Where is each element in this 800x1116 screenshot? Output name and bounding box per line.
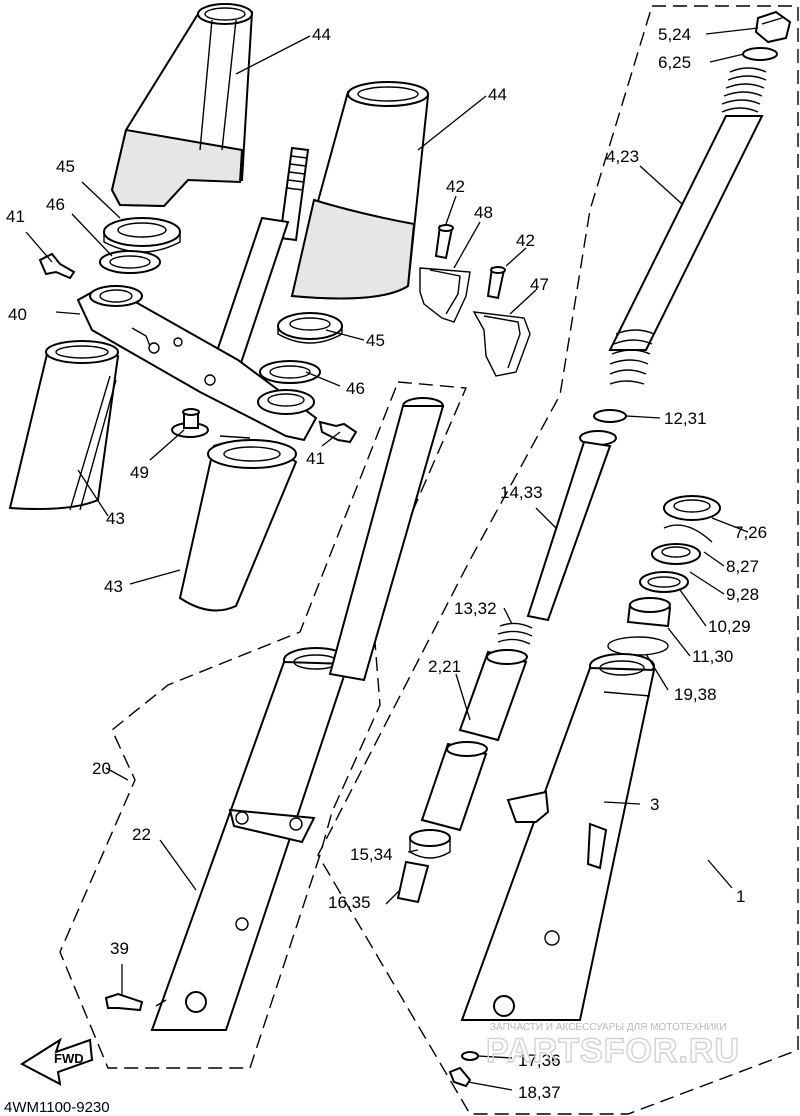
label-45-b: 45 <box>366 331 385 350</box>
circlip-19-38 <box>607 636 669 656</box>
dust-seal-45-left <box>103 217 181 253</box>
bolt-39 <box>104 992 144 1012</box>
group-1-outline <box>317 5 799 1115</box>
bolt-18-37 <box>448 1066 472 1088</box>
oil-seal-9-28 <box>651 543 701 565</box>
bushing-11-30 <box>626 597 672 628</box>
label-43-a: 43 <box>106 509 125 528</box>
label-6-25: 6,25 <box>658 53 691 72</box>
watermark-logo: PARTSFOR.RU <box>486 1032 740 1070</box>
watermark-caption: ЗАПЧАСТИ И АКСЕССУАРЫ ДЛЯ МОТОТЕХНИКИ <box>490 1022 727 1033</box>
rebound-spring-13-32 <box>497 622 533 645</box>
oil-lock-15-34 <box>409 829 451 859</box>
upper-cover-right <box>290 81 430 300</box>
part-labels: 44 44 45 45 46 46 41 41 40 42 42 48 47 4… <box>6 25 767 1102</box>
damper-rod-14-33 <box>526 430 617 622</box>
fwd-arrow-label: FWD <box>54 1051 84 1066</box>
label-19-38: 19,38 <box>674 685 717 704</box>
label-48: 48 <box>474 203 493 222</box>
spring-4-23 <box>608 67 767 385</box>
label-44-b: 44 <box>488 85 507 104</box>
label-46-a: 46 <box>46 195 65 214</box>
label-7-26: 7,26 <box>734 523 767 542</box>
label-3: 3 <box>650 795 659 814</box>
label-20: 20 <box>92 759 111 778</box>
o-ring-6-25 <box>742 47 778 61</box>
steering-stem <box>210 146 310 374</box>
lower-cover-right <box>178 435 298 612</box>
inner-tube-plain <box>328 397 445 682</box>
label-15-34: 15,34 <box>350 845 393 864</box>
dust-seal-45-right <box>277 312 343 344</box>
label-46-b: 46 <box>346 379 365 398</box>
label-8-27: 8,27 <box>726 557 759 576</box>
collar-49 <box>171 408 209 438</box>
bracket-47 <box>472 311 531 377</box>
cap-bolt-5-24 <box>754 10 792 44</box>
label-5-24: 5,24 <box>658 25 691 44</box>
fwd-arrow-icon: FWD <box>20 1037 94 1086</box>
leader-lines <box>25 27 759 1091</box>
label-47: 47 <box>530 275 549 294</box>
label-39: 39 <box>110 939 129 958</box>
label-42-b: 42 <box>516 231 535 250</box>
clip-8-27 <box>663 524 713 543</box>
label-22: 22 <box>132 825 151 844</box>
washer-17-36 <box>461 1051 479 1061</box>
label-43-b: 43 <box>104 577 123 596</box>
washer-12-31 <box>593 409 627 423</box>
label-18-37: 18,37 <box>518 1083 561 1102</box>
label-49: 49 <box>130 463 149 482</box>
label-14-33: 14,33 <box>500 483 543 502</box>
label-13-32: 13,32 <box>454 599 497 618</box>
bolt-41-right <box>318 420 358 444</box>
label-45-a: 45 <box>56 157 75 176</box>
label-41-a: 41 <box>6 207 25 226</box>
label-2-21: 2,21 <box>428 657 461 676</box>
ring-46-right <box>259 360 321 384</box>
cylinder-2-21 <box>420 649 528 832</box>
oil-seal-7-26 <box>663 495 721 521</box>
label-42-a: 42 <box>446 177 465 196</box>
label-41-b: 41 <box>306 449 325 468</box>
label-4-23: 4,23 <box>606 147 639 166</box>
outer-tube-22 <box>150 647 350 1031</box>
bracket-48 <box>419 267 471 323</box>
label-40: 40 <box>8 305 27 324</box>
oil-lock-16-35 <box>396 860 430 904</box>
label-11-30: 11,30 <box>692 647 733 666</box>
label-17-36: 17,36 <box>518 1051 561 1070</box>
label-1: 1 <box>736 887 745 906</box>
label-16-35: 16,35 <box>328 893 371 912</box>
outer-tube-3 <box>460 653 656 1021</box>
lower-cover-left <box>8 340 120 511</box>
washer-10-29 <box>639 571 689 593</box>
bolt-41-left <box>38 252 76 280</box>
label-12-31: 12,31 <box>664 409 707 428</box>
upper-cover-left <box>110 3 254 208</box>
label-44-a: 44 <box>312 25 331 44</box>
ring-46-left <box>99 250 161 274</box>
lower-bracket-40 <box>76 285 318 442</box>
label-9-28: 9,28 <box>726 585 759 604</box>
diagram-code: 4WM1100-9230 <box>4 1099 110 1116</box>
bolt-42-left <box>434 224 454 260</box>
bolt-42-right <box>486 266 506 300</box>
label-10-29: 10,29 <box>708 617 751 636</box>
